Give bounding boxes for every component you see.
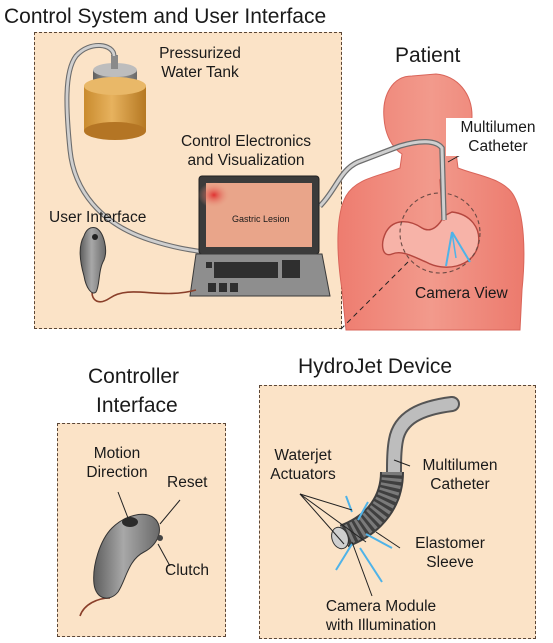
waterjet-actuators-line2: Actuators <box>265 465 341 484</box>
camera-module-line1: Camera Module <box>306 597 456 616</box>
patient-catheter-label-line2: Catheter <box>446 137 550 156</box>
camera-module-label: Camera Module with Illumination <box>306 597 456 635</box>
control-system-title: Control System and User Interface <box>4 5 326 29</box>
motion-direction-line1: Motion <box>72 444 162 463</box>
waterjet-actuators-label: Waterjet Actuators <box>265 446 341 484</box>
tank-label: Pressurized Water Tank <box>140 44 260 82</box>
water-tank <box>84 55 146 140</box>
user-interface-controller <box>80 227 196 301</box>
elastomer-sleeve-line2: Sleeve <box>400 553 500 572</box>
screen-lesion-label: Gastric Lesion <box>232 214 290 224</box>
electronics-label: Control Electronics and Visualization <box>166 132 326 170</box>
controller-title-line1: Controller <box>88 365 179 389</box>
clutch-label: Clutch <box>165 561 209 580</box>
patient-title: Patient <box>395 44 460 68</box>
elastomer-sleeve-label: Elastomer Sleeve <box>400 534 500 572</box>
hydrojet-title: HydroJet Device <box>298 355 452 379</box>
hydrojet-catheter-line2: Catheter <box>408 475 512 494</box>
electronics-label-line2: and Visualization <box>166 151 326 170</box>
motion-direction-label: Motion Direction <box>72 444 162 482</box>
patient-catheter-label-line1: Multilumen <box>446 118 550 137</box>
hydrojet-catheter-label: Multilumen Catheter <box>408 456 512 494</box>
waterjet-actuators-line1: Waterjet <box>265 446 341 465</box>
controller-device <box>80 492 180 616</box>
hydrojet-catheter-line1: Multilumen <box>408 456 512 475</box>
electronics-label-line1: Control Electronics <box>166 132 326 151</box>
tank-label-line1: Pressurized <box>140 44 260 63</box>
user-interface-label: User Interface <box>49 208 146 227</box>
tank-label-line2: Water Tank <box>140 63 260 82</box>
control-laptop <box>190 176 330 296</box>
controller-title-line2: Interface <box>96 394 178 418</box>
camera-view-label: Camera View <box>415 284 508 303</box>
elastomer-sleeve-line1: Elastomer <box>400 534 500 553</box>
reset-label: Reset <box>167 473 208 492</box>
camera-module-line2: with Illumination <box>306 616 456 635</box>
motion-direction-line2: Direction <box>72 463 162 482</box>
patient-catheter-label: Multilumen Catheter <box>446 118 550 156</box>
